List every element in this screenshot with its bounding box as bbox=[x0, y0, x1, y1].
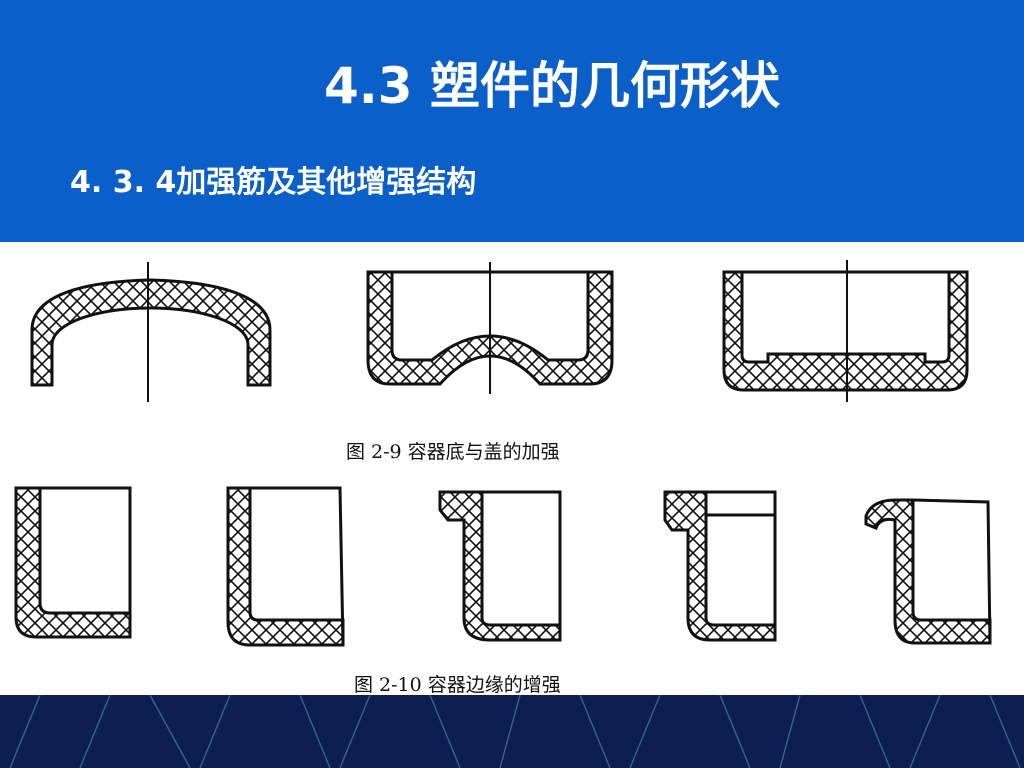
header-banner: 4.3 塑件的几何形状 4. 3. 4加强筋及其他增强结构 bbox=[0, 0, 1024, 242]
figure-2-10-rolled-rim bbox=[864, 498, 992, 645]
figure-2-10-plain-rim bbox=[14, 486, 132, 639]
figures-drawing bbox=[14, 260, 992, 647]
figure-2-9-ribbed-bottom bbox=[722, 260, 969, 402]
figure-2-10-caption: 图 2-10 容器边缘的增强 bbox=[354, 674, 561, 696]
section-subtitle: 4. 3. 4加强筋及其他增强结构 bbox=[70, 165, 477, 200]
figure-2-10-lid-seat bbox=[663, 490, 777, 642]
figure-2-9-concave-bottom bbox=[366, 262, 614, 394]
slide-title: 4.3 塑件的几何形状 bbox=[324, 57, 780, 115]
figure-2-9-cover-dome bbox=[30, 262, 272, 402]
figure-2-10-stepped-flange bbox=[438, 490, 562, 642]
figure-2-9-caption: 图 2-9 容器底与盖的加强 bbox=[346, 441, 560, 463]
figure-2-10-thick-rim bbox=[226, 486, 345, 647]
footer-pattern bbox=[9, 695, 1021, 768]
footer-decoration bbox=[0, 695, 1024, 768]
